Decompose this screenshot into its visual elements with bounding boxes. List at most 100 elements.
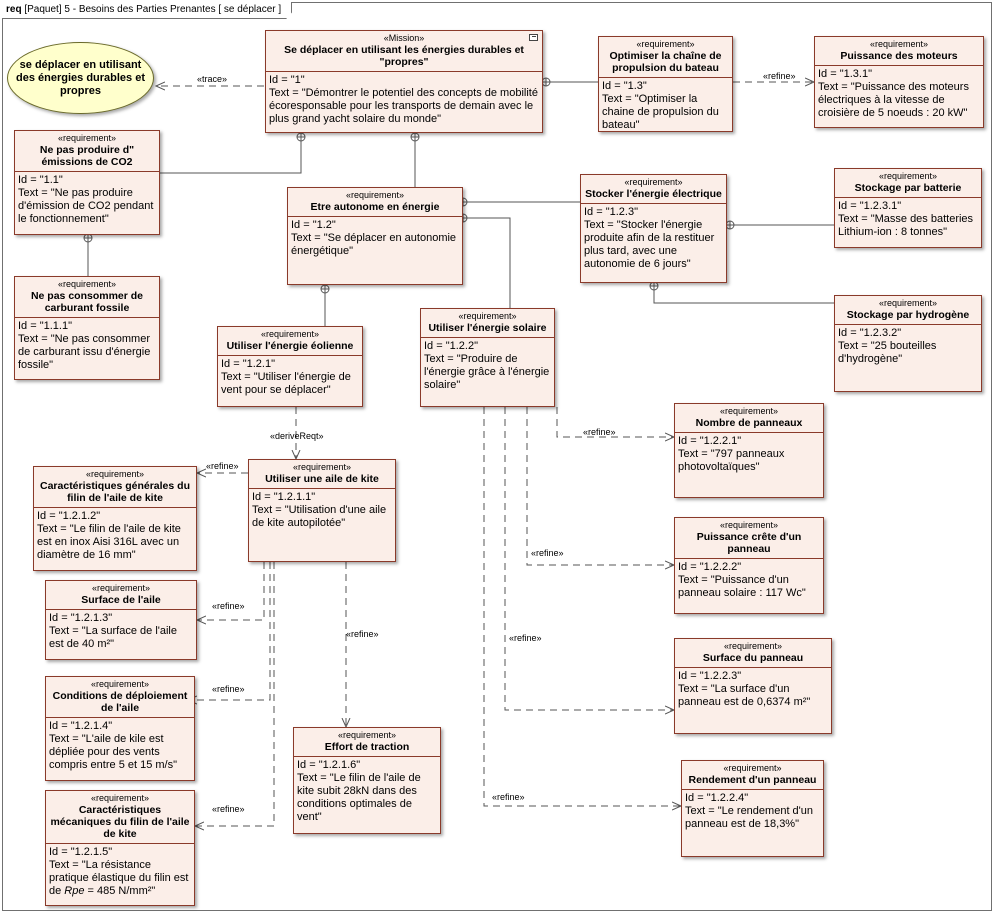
- requirement-1-2-2-1[interactable]: «requirement»Nombre de panneaux Id = "1.…: [674, 403, 824, 498]
- block-name: Caractéristiques mécaniques du filin de …: [50, 804, 190, 840]
- requirement-1-3[interactable]: «requirement»Optimiser la chaîne de prop…: [598, 36, 733, 132]
- stereotype: «requirement»: [57, 279, 117, 289]
- requirement-1-2-1-4[interactable]: «requirement»Conditions de déploiement d…: [45, 676, 195, 781]
- block-name: Rendement d'un panneau: [688, 774, 817, 786]
- block-name: Nombre de panneaux: [695, 417, 803, 429]
- requirement-1-2[interactable]: «requirement»Etre autonome en énergie Id…: [287, 187, 463, 285]
- block-text: Text = "La résistance pratique élastique…: [49, 859, 191, 898]
- requirement-1-2-3-1[interactable]: «requirement»Stockage par batterie Id = …: [834, 168, 982, 248]
- block-id: Id = "1.2.3": [584, 206, 638, 218]
- usecase-label: se déplacer en utilisant des énergies du…: [16, 58, 145, 97]
- block-name: Optimiser la chaîne de propulsion du bat…: [609, 50, 722, 74]
- block-text: Text = "La surface d'un panneau est de 0…: [678, 683, 811, 708]
- stereotype: «requirement»: [878, 298, 938, 308]
- block-text: Text = "La surface de l'aile est de 40 m…: [49, 625, 181, 650]
- requirement-1-2-1-6[interactable]: «requirement»Effort de traction Id = "1.…: [293, 727, 441, 834]
- label-refine-5: «refine»: [212, 804, 245, 814]
- text-symbol: Rpe: [64, 885, 85, 897]
- label-refine-3: «refine»: [212, 601, 245, 611]
- block-id: Id = "1.2.2": [424, 340, 478, 352]
- block-name: Stockage par batterie: [854, 182, 962, 194]
- stereotype: «requirement»: [292, 462, 352, 472]
- requirement-1-2-1-1[interactable]: «requirement»Utiliser une aile de kite I…: [248, 459, 396, 562]
- stereotype: «requirement»: [636, 39, 695, 49]
- stereotype: «requirement»: [723, 763, 782, 773]
- stereotype: «requirement»: [57, 133, 117, 143]
- block-text: Text = "Produire de l'énergie grâce à l'…: [424, 353, 553, 391]
- block-id: Id = "1.2.3.2": [838, 327, 902, 339]
- block-name: Conditions de déploiement de l'aile: [52, 690, 188, 714]
- requirement-1-2-1[interactable]: «requirement»Utiliser l'énergie éolienne…: [217, 326, 363, 407]
- usecase-ellipse[interactable]: se déplacer en utilisant des énergies du…: [7, 42, 154, 114]
- stereotype: «requirement»: [260, 329, 320, 339]
- mission-block[interactable]: «Mission»Se déplacer en utilisant les én…: [265, 30, 543, 133]
- block-id: Id = "1.2.2.4": [685, 792, 749, 804]
- stereotype: «requirement»: [719, 406, 779, 416]
- block-text: Text = "Le rendement d'un panneau est de…: [685, 805, 817, 830]
- text-prefix: Text = "La résistance pratique élastique…: [49, 859, 192, 897]
- block-text: Text = "Utiliser l'énergie de vent pour …: [221, 371, 354, 396]
- label-derive: «deriveReqt»: [270, 431, 324, 441]
- block-name: Puissance des moteurs: [840, 50, 958, 62]
- block-id: Id = "1.2.1.1": [252, 491, 316, 503]
- requirement-1-2-1-2[interactable]: «requirement»Caractéristiques générales …: [33, 466, 197, 571]
- label-refine-10: «refine»: [492, 792, 525, 802]
- text-suffix: = 485 N/mm²": [84, 885, 156, 897]
- block-id: Id = "1.2.1.2": [37, 510, 101, 522]
- requirement-1-2-2-2[interactable]: «requirement»Puissance crête d'un pannea…: [674, 517, 824, 614]
- requirement-1-2-2-3[interactable]: «requirement»Surface du panneau Id = "1.…: [674, 638, 832, 734]
- label-refine-1: «refine»: [763, 71, 796, 81]
- requirement-1-2-3-2[interactable]: «requirement»Stockage par hydrogène Id =…: [834, 295, 982, 392]
- requirement-1-1-1[interactable]: «requirement»Ne pas consommer de carbura…: [14, 276, 160, 380]
- requirement-1-2-1-3[interactable]: «requirement»Surface de l'aile Id = "1.2…: [45, 580, 197, 660]
- requirement-1-2-2-4[interactable]: «requirement»Rendement d'un panneau Id =…: [681, 760, 824, 857]
- label-refine-7: «refine»: [583, 427, 616, 437]
- block-id: Id = "1.2.2.2": [678, 561, 742, 573]
- block-name: Utiliser une aile de kite: [265, 473, 379, 485]
- block-icon: [529, 34, 538, 41]
- block-name: Surface de l'aile: [81, 594, 161, 606]
- label-refine-9: «refine»: [509, 633, 542, 643]
- diagram-title: [Paquet] 5 - Besoins des Parties Prenant…: [24, 4, 282, 15]
- stereotype: «requirement»: [719, 520, 779, 530]
- block-text: Text = "Le filin de l'aile de kite subit…: [297, 772, 424, 823]
- stereotype: «requirement»: [90, 679, 150, 689]
- block-text: Text = "Puissance des moteurs électrique…: [818, 81, 973, 119]
- requirement-1-1[interactable]: «requirement»Ne pas produire d" émission…: [14, 130, 160, 235]
- block-id: Id = "1.3.1": [818, 68, 872, 80]
- block-text: Text = "L'aile de kile est dépliée pour …: [49, 733, 178, 771]
- diagram-header: req [Paquet] 5 - Besoins des Parties Pre…: [2, 2, 292, 19]
- block-name: Stocker l'énergie électrique: [585, 188, 722, 200]
- stereotype: «requirement»: [90, 793, 150, 803]
- block-name: Stockage par hydrogène: [846, 309, 970, 321]
- block-id: Id = "1.2.2.3": [678, 670, 742, 682]
- stereotype: «requirement»: [624, 177, 683, 187]
- stereotype: «Mission»: [383, 33, 425, 43]
- label-refine-8: «refine»: [531, 548, 564, 558]
- block-id: Id = "1.2.2.1": [678, 435, 742, 447]
- block-id: Id = "1.2.1.4": [49, 720, 113, 732]
- block-name: Puissance crête d'un panneau: [696, 531, 802, 555]
- stereotype: «requirement»: [91, 583, 151, 593]
- stereotype: «requirement»: [458, 311, 517, 321]
- block-name: Utiliser l'énergie solaire: [428, 322, 547, 334]
- stereotype: «requirement»: [878, 171, 938, 181]
- block-name: Caractéristiques générales du filin de l…: [40, 480, 190, 504]
- block-text: Text = "Le filin de l'aile de kite est e…: [37, 523, 184, 561]
- block-id: Id = "1.2": [291, 219, 336, 231]
- block-id: Id = "1.2.1.3": [49, 612, 113, 624]
- block-id: Id = "1.2.3.1": [838, 200, 902, 212]
- requirement-1-3-1[interactable]: «requirement»Puissance des moteurs Id = …: [814, 36, 984, 128]
- requirement-1-2-2[interactable]: «requirement»Utiliser l'énergie solaire …: [420, 308, 555, 407]
- requirement-1-2-1-5[interactable]: «requirement»Caractéristiques mécaniques…: [45, 790, 195, 906]
- block-text: Text = "Stocker l'énergie produite afin …: [584, 219, 718, 270]
- requirement-1-2-3[interactable]: «requirement»Stocker l'énergie électriqu…: [580, 174, 727, 283]
- block-id: Id = "1.3": [602, 80, 647, 92]
- block-name: Etre autonome en énergie: [310, 201, 440, 213]
- block-id: Id = "1.2.1": [221, 358, 275, 370]
- block-text: Text = "Ne pas consommer de carburant is…: [18, 333, 154, 371]
- block-text: Text = "Masse des batteries Lithium-ion …: [838, 213, 977, 238]
- stereotype: «requirement»: [337, 730, 397, 740]
- label-trace: «trace»: [197, 74, 228, 84]
